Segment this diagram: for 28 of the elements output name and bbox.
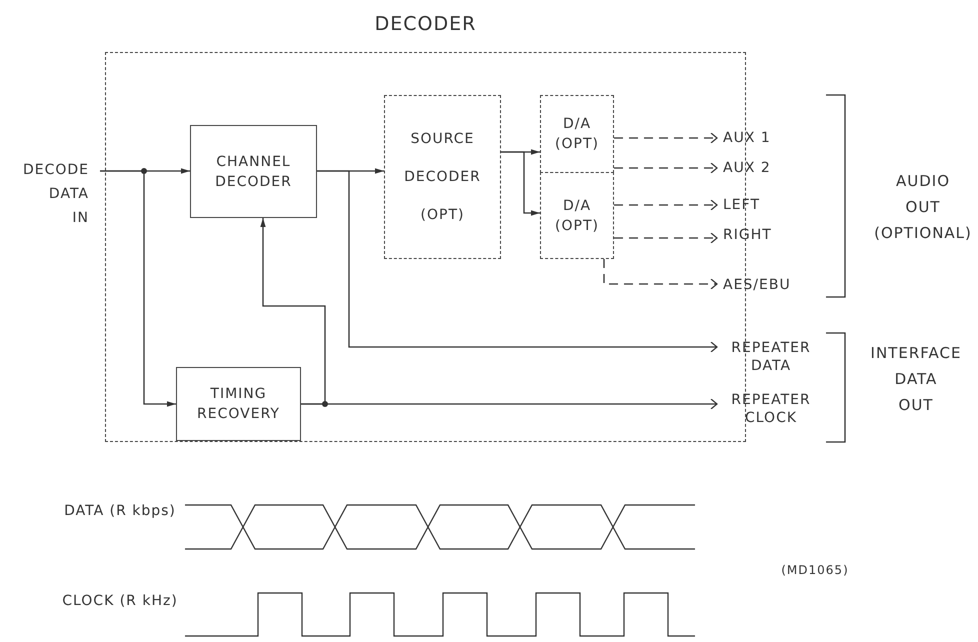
connector-arrow [100,170,176,407]
output-label: RIGHT [717,225,777,245]
connector-arrow [614,132,718,144]
group-label: INTERFACE DATA OUT [870,343,962,416]
input-label: DECODE DATA IN [8,160,100,228]
connector-arrow [317,170,718,353]
output-label: LEFT [717,195,772,215]
connector-arrow [501,151,540,216]
process-box: CHANNEL DECODER [190,125,317,218]
converter-block: D/A (OPT) [540,95,614,173]
output-label: REPEATER DATA [717,337,819,377]
process-box: TIMING RECOVERY [176,367,301,441]
drawing-number: (MD1065) [780,562,850,579]
connector-arrow [603,259,718,290]
optional-block: SOURCE DECODER (OPT) [384,95,501,259]
connector-arrow [614,199,718,211]
connector-arrow [614,162,718,174]
signal-label: DATA (R kbps) [63,502,177,521]
connector-arrow [301,398,718,410]
output-label: REPEATER CLOCK [717,389,819,429]
output-label: AES/EBU [717,275,802,295]
signal-label: CLOCK (R kHz) [61,592,179,611]
output-label: AUX 1 [717,128,782,148]
converter-block: D/A (OPT) [540,172,614,259]
output-label: AUX 2 [717,158,782,178]
group-label: AUDIO OUT (OPTIONAL) [873,171,973,244]
connector-arrow [614,232,718,244]
group-heading: DECODER [374,14,478,34]
